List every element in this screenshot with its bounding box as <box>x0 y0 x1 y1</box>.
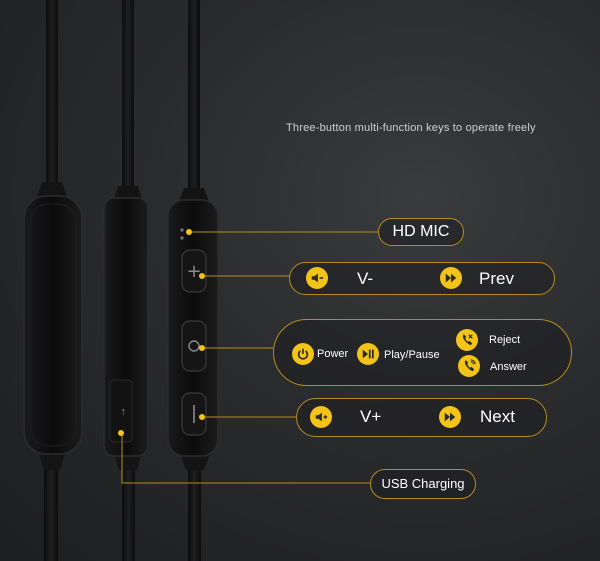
reject-label: Reject <box>489 334 521 346</box>
play-pause-icon <box>357 343 379 365</box>
headline: Three-button multi-function keys to oper… <box>286 122 536 134</box>
bottom-key-callout: V+ Next <box>296 398 547 437</box>
svg-text:+: + <box>186 261 201 282</box>
middle-key-callout: Power Play/Pause Reject Answer <box>273 319 572 386</box>
usb-charging-label: USB Charging <box>381 476 465 491</box>
key-plus <box>181 249 207 293</box>
cable-right-top <box>188 0 200 194</box>
v-plus-label: V+ <box>360 407 382 426</box>
callout-dots <box>118 229 205 436</box>
collar-left-bottom <box>38 450 66 470</box>
volume-up-icon <box>310 406 332 428</box>
prev-label: Prev <box>479 269 514 288</box>
cable-mid-top <box>122 0 134 192</box>
cable-left-bottom <box>44 455 58 561</box>
usb-port-housing <box>109 379 133 443</box>
hd-mic-callout: HD MIC <box>378 218 464 246</box>
cable-left-top <box>46 0 58 190</box>
cable-mid-bottom <box>122 458 135 561</box>
collar-right-bottom <box>180 454 210 470</box>
remote-back-view <box>23 195 83 455</box>
power-label: Power <box>317 348 349 360</box>
answer-label: Answer <box>490 361 527 373</box>
answer-call-icon <box>458 355 480 377</box>
svg-text:⭠: ⭠ <box>118 408 128 415</box>
mic-hole <box>180 236 184 240</box>
power-icon <box>292 343 314 365</box>
cable-right-bottom <box>188 460 201 561</box>
callout-lines <box>121 231 378 484</box>
reject-call-icon <box>456 329 478 351</box>
top-key-callout: V- Prev <box>289 262 555 295</box>
next-label: Next <box>480 407 515 426</box>
hd-mic-label: HD MIC <box>392 223 450 240</box>
usb-charging-callout: USB Charging <box>370 469 476 499</box>
fast-forward-icon <box>440 267 462 289</box>
fast-forward-icon <box>439 406 461 428</box>
key-multifunction <box>181 320 207 372</box>
volume-down-icon <box>306 267 328 289</box>
v-minus-label: V- <box>357 269 374 288</box>
play-pause-label: Play/Pause <box>384 349 440 361</box>
mic-hole <box>180 228 184 232</box>
